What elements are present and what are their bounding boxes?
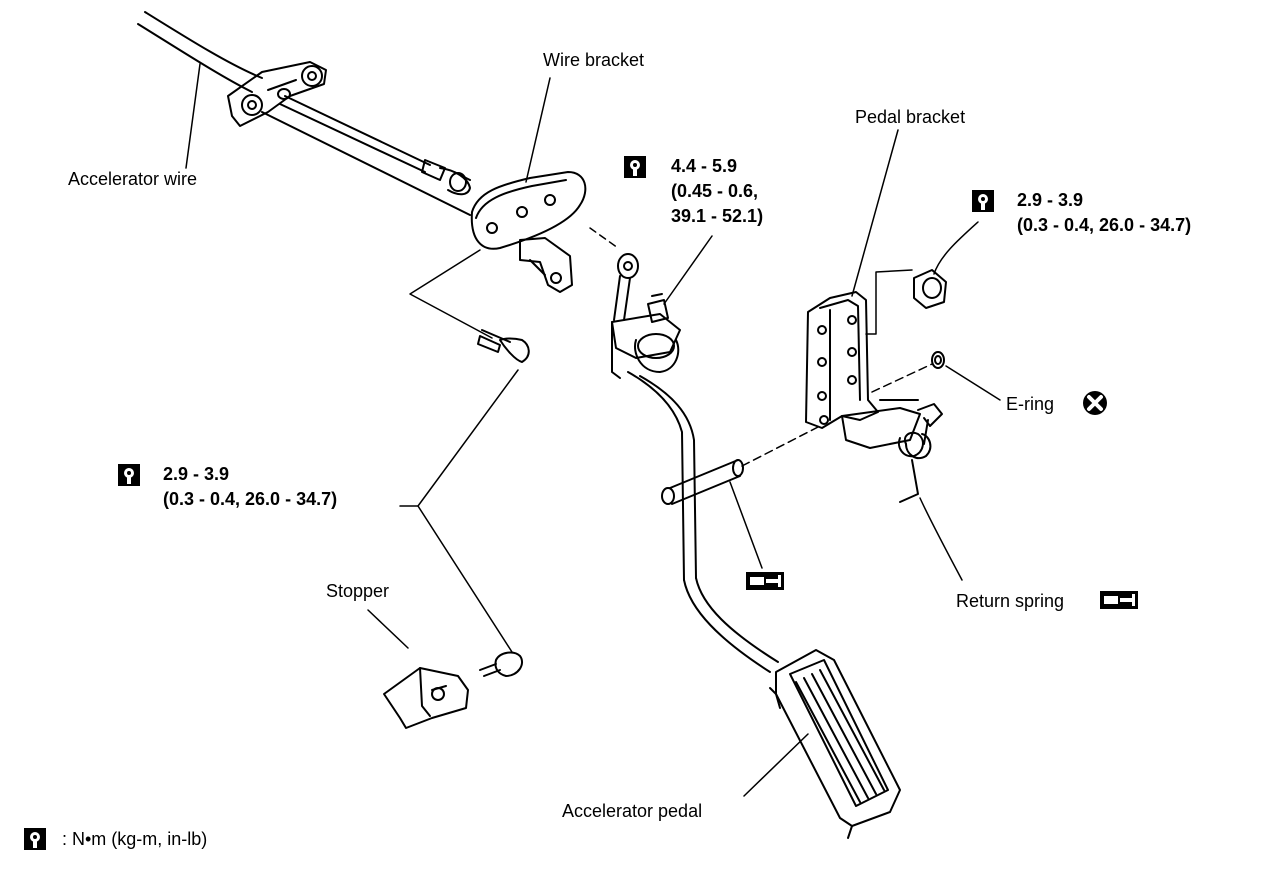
torque-spec-pedal-nut: 4.4 - 5.9 (0.45 - 0.6, 39.1 - 52.1)	[671, 154, 763, 229]
accelerator-pedal-label: Accelerator pedal	[562, 801, 703, 821]
do-not-reuse-icon	[1082, 390, 1108, 416]
grease-apply-icon	[746, 572, 784, 590]
torque-value-kgm-inlb: (0.3 - 0.4, 26.0 - 34.7)	[163, 489, 338, 509]
cable-holder-drawing	[227, 61, 327, 127]
wire-bracket-drawing	[470, 171, 619, 293]
bracket-bolt-drawing	[409, 249, 530, 363]
e-ring-label: E-ring	[1006, 394, 1055, 414]
torque-value-inlb: 39.1 - 52.1)	[671, 206, 764, 226]
torque-value-kgm-inlb: (0.3 - 0.4, 26.0 - 34.7)	[1017, 215, 1192, 235]
torque-value: 4.4 - 5.9	[671, 156, 738, 176]
torque-value: 2.9 - 3.9	[1017, 190, 1084, 210]
return-spring-label: Return spring	[956, 591, 1065, 611]
stopper-drawing	[367, 369, 524, 729]
torque-wrench-icon	[118, 464, 140, 486]
accelerator-wire-label: Accelerator wire	[68, 169, 198, 189]
torque-wrench-icon	[972, 190, 994, 212]
pedal-bracket-label: Pedal bracket	[855, 107, 966, 127]
e-ring-drawing	[931, 351, 1001, 401]
bracket-nut-drawing	[913, 221, 979, 309]
wire-bracket-label: Wire bracket	[543, 50, 645, 70]
stopper-label: Stopper	[326, 581, 390, 601]
torque-wrench-icon	[624, 156, 646, 178]
pedal-bracket-drawing	[805, 269, 933, 449]
torque-value: 2.9 - 3.9	[163, 464, 230, 484]
torque-wrench-icon	[24, 828, 46, 850]
torque-value-kgm: (0.45 - 0.6,	[671, 181, 759, 201]
torque-spec-stopper-bolt: 2.9 - 3.9 (0.3 - 0.4, 26.0 - 34.7)	[163, 462, 337, 512]
torque-spec-bracket-nut: 2.9 - 3.9 (0.3 - 0.4, 26.0 - 34.7)	[1017, 188, 1191, 238]
grease-apply-icon	[1100, 591, 1138, 609]
leader-lines	[185, 63, 899, 797]
pedal-arm-drawing	[611, 253, 821, 673]
return-spring-drawing	[898, 403, 963, 581]
accelerator-wire-drawing	[137, 11, 471, 216]
pedal-pad-drawing	[769, 649, 901, 839]
torque-units-legend: : N•m (kg-m, in-lb)	[62, 829, 208, 849]
